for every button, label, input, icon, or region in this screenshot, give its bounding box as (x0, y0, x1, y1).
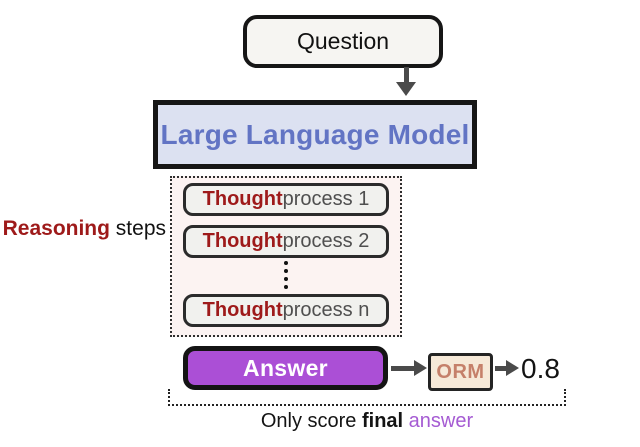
caption-prefix: Only score (260, 410, 362, 432)
reasoning-label-emphasis: Reasoning (2, 217, 110, 240)
thought-1-emphasis: Thought (202, 188, 283, 210)
llm-label: Large Language Model (160, 118, 470, 150)
arrow-right-line (391, 366, 416, 371)
arrow-down-icon (396, 82, 416, 96)
arrow-right-icon-2 (506, 360, 519, 376)
reasoning-label-rest: steps (109, 217, 166, 240)
question-label: Question (296, 28, 390, 54)
orm-node: ORM (428, 353, 493, 391)
arrow-right-line-2 (495, 366, 508, 371)
caption-bold: final (362, 410, 404, 432)
thought-process-1-node: Thought process 1 (183, 183, 389, 216)
thought-process-2-node: Thought process 2 (183, 225, 389, 258)
answer-label: Answer (243, 354, 328, 381)
question-node: Question (243, 15, 443, 68)
final-answer-scope-bracket (168, 389, 566, 406)
score-value: 0.8 (521, 353, 560, 384)
orm-label: ORM (436, 360, 485, 383)
answer-node: Answer (183, 346, 388, 390)
thought-n-rest: process n (282, 299, 370, 321)
thought-2-rest: process 2 (282, 230, 370, 252)
arrow-right-icon (414, 360, 427, 376)
vertical-ellipsis-icon (284, 261, 288, 289)
thought-2-emphasis: Thought (202, 230, 283, 252)
arrow-down-line (404, 67, 409, 84)
caption-highlight: answer (403, 410, 474, 432)
reasoning-steps-label: Reasoning steps (0, 217, 166, 241)
llm-node: Large Language Model (153, 100, 477, 169)
caption: Only score final answer (168, 410, 566, 433)
thought-n-emphasis: Thought (202, 299, 283, 321)
thought-1-rest: process 1 (282, 188, 370, 210)
thought-process-n-node: Thought process n (183, 294, 389, 327)
